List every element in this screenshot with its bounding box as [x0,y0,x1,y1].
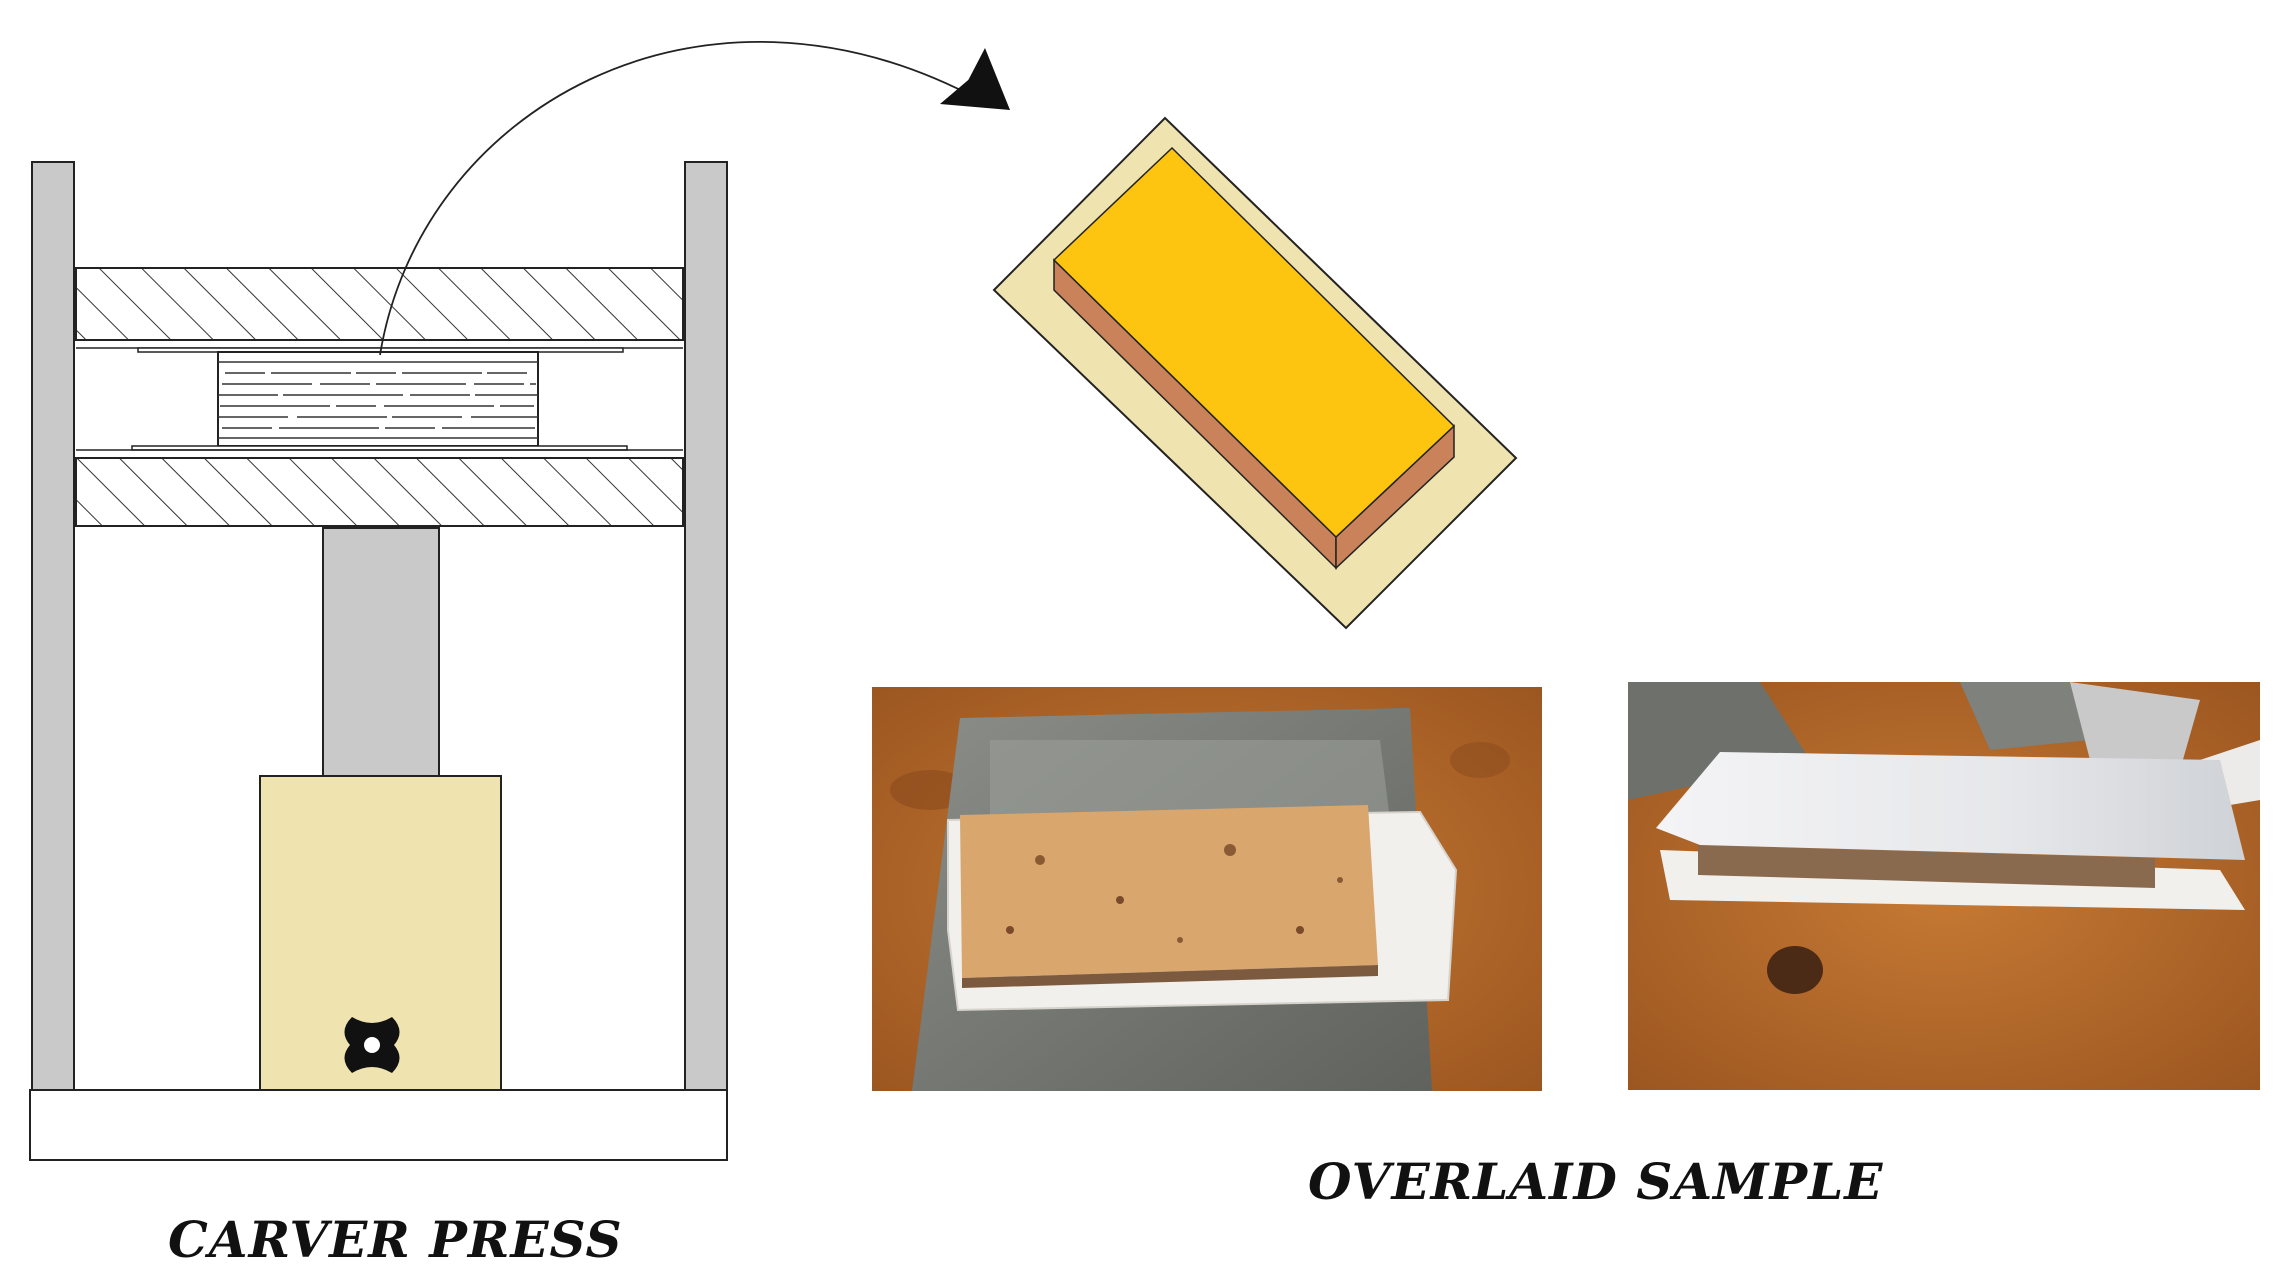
carver-press-caption: CARVER PRESS [168,1210,623,1269]
sample-top-face [1052,146,1456,539]
lower-platen [75,457,684,527]
press-ram [322,527,440,777]
sample-stack [217,351,539,447]
handle-knob-icon [344,1017,400,1073]
upper-platen [75,267,684,341]
overlaid-sample-caption: OVERLAID SAMPLE [1308,1152,1884,1211]
sample-3d-illustration [992,116,1518,630]
transfer-arrow [379,40,1010,356]
press-post-right [684,161,728,1091]
carver-press [29,161,728,1161]
press-base [29,1089,728,1161]
sample-photo-top-view [872,687,1542,1091]
press-post-left [31,161,75,1091]
sample-photo-side-view [1628,682,2260,1090]
arrow-head-icon [940,48,1010,110]
